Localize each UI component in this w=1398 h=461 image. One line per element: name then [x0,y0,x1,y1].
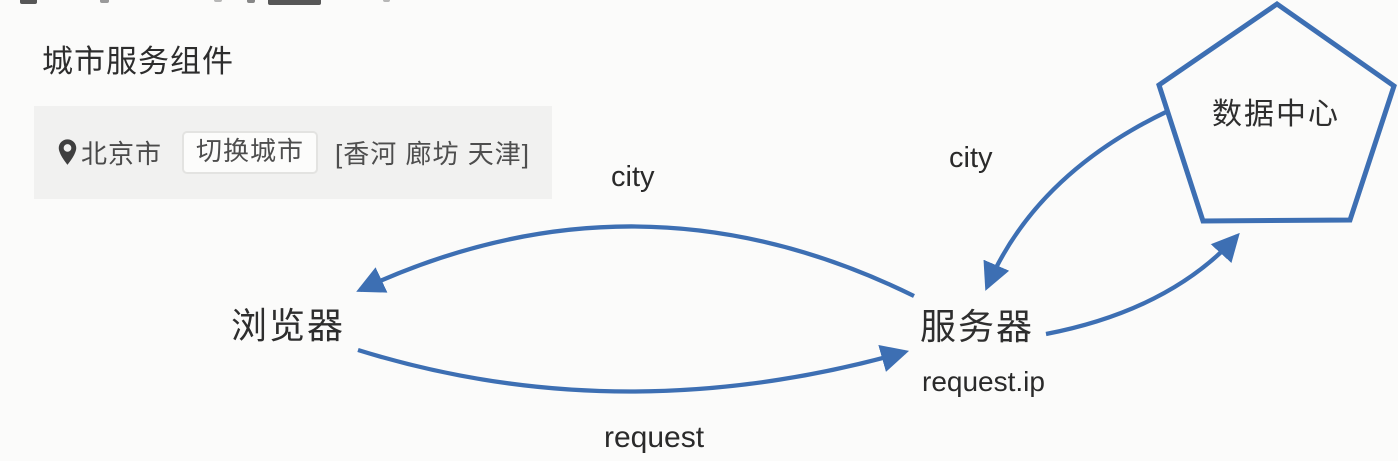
edge-label-city-to-browser: city [611,161,655,193]
arrow-city-server-to-browser [356,224,915,298]
arrow-request-ip-server-to-datacenter [1045,232,1240,337]
node-server: 服务器 [920,306,1035,347]
edge-label-request: request [604,421,705,454]
switch-city-button[interactable]: 切换城市 [182,131,319,174]
location-pin-icon [58,139,77,165]
clipped-top-fragment [20,0,37,4]
edge-label-request-ip: request.ip [922,366,1045,397]
clipped-top-fragment [268,0,321,5]
node-datacenter: 数据中心 [1212,98,1340,131]
page-title: 城市服务组件 [42,44,234,79]
clipped-top-fragment [214,0,222,2]
arrow-request-browser-to-server [357,345,910,394]
datacenter-pentagon-shape [1156,0,1397,224]
clipped-top-fragment [100,0,109,3]
clipped-top-fragment [247,0,255,3]
current-city-label: 北京市 [81,139,163,169]
arrow-city-datacenter-to-server [983,110,1167,291]
node-browser: 浏览器 [231,305,346,346]
city-service-widget: 北京市 切换城市 [香河 廊坊 天津] [34,106,552,199]
nearby-cities-label[interactable]: [香河 廊坊 天津] [335,139,530,169]
edge-label-city-to-server: city [949,142,993,174]
clipped-top-fragment [383,0,390,2]
